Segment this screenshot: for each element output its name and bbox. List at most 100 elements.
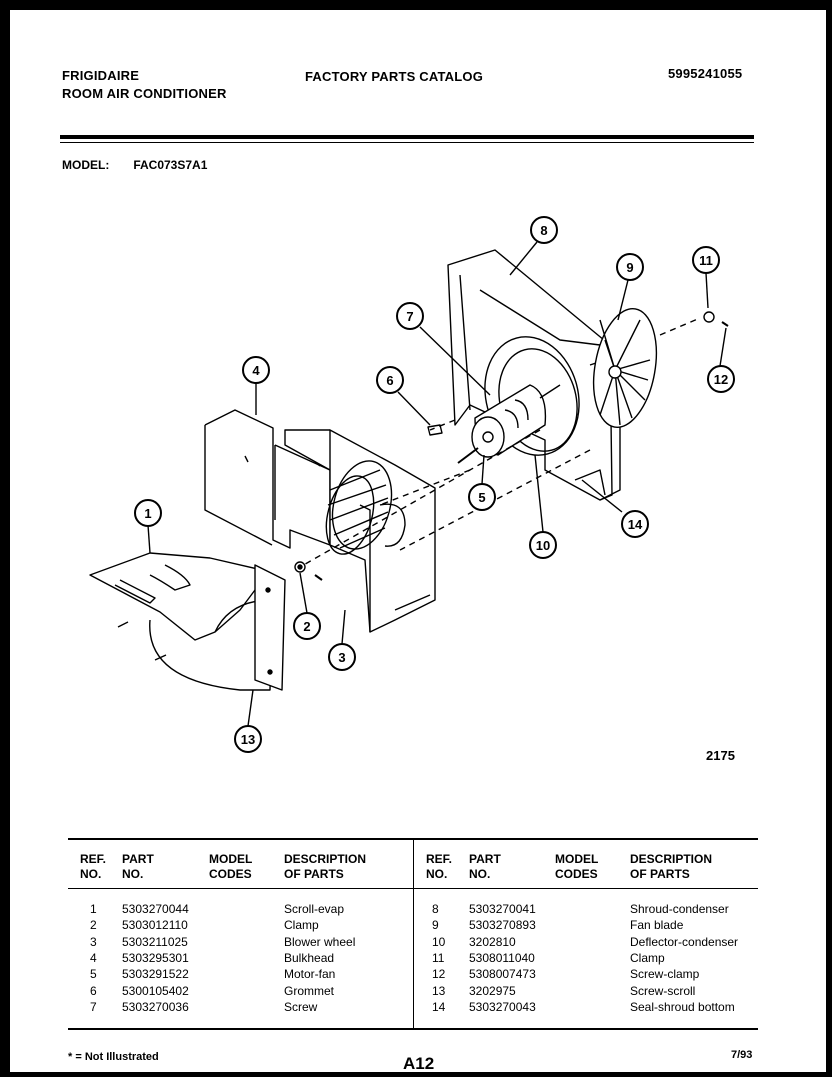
part-number: 5303270036 — [122, 999, 189, 1014]
part-number: 5303270044 — [122, 902, 189, 916]
catalog-number: 5995241055 — [668, 66, 743, 81]
brand-name: FRIGIDAIRE — [62, 68, 140, 83]
header-model: MODEL — [209, 852, 253, 866]
header-description: DESCRIPTION — [630, 852, 713, 866]
scroll-evap-part — [89, 552, 286, 691]
part-number: 5308007473 — [469, 967, 536, 982]
ref-number: 2 — [90, 918, 97, 933]
screw-clamp-part — [721, 321, 729, 327]
svg-text:11: 11 — [699, 253, 713, 268]
svg-text:1: 1 — [144, 506, 151, 521]
part-number: 5303291522 — [122, 967, 189, 982]
callout-5: 5 — [468, 483, 496, 511]
header-model: MODEL — [555, 852, 599, 866]
part-description: Screw-scroll — [630, 983, 696, 998]
part-description: Shroud-condenser — [630, 902, 729, 916]
catalog-title: FACTORY PARTS CATALOG — [305, 69, 484, 84]
callout-3: 3 — [328, 643, 356, 671]
header-of-parts: OF PARTS — [284, 867, 344, 881]
header-ref: REF. — [426, 852, 453, 866]
header-rule-thin — [60, 142, 754, 143]
callout-14: 14 — [621, 510, 649, 538]
model-number: FAC073S7A1 — [133, 158, 208, 172]
ref-number: 14 — [432, 999, 446, 1014]
svg-text:2: 2 — [303, 619, 310, 634]
part-number: 5308011040 — [469, 950, 535, 965]
svg-text:6: 6 — [386, 373, 393, 388]
page-number: A12 — [403, 1054, 435, 1073]
svg-text:3: 3 — [338, 650, 345, 665]
ref-number: 3 — [90, 934, 97, 949]
header-description: DESCRIPTION — [284, 852, 367, 866]
part-description: Screw — [284, 999, 318, 1014]
header-part: PART — [469, 852, 501, 866]
motor-fan-part — [457, 384, 561, 464]
ref-number: 13 — [432, 983, 446, 998]
figure-number: 2175 — [706, 748, 735, 763]
callout-10: 10 — [529, 531, 557, 559]
ref-number: 8 — [432, 902, 439, 916]
not-illustrated-note: * = Not Illustrated — [68, 1051, 159, 1063]
table-rule-bottom — [68, 1028, 758, 1030]
header-ref-no: NO. — [426, 867, 448, 881]
model-line: MODEL: FAC073S7A1 — [62, 158, 231, 172]
header-of-parts: OF PARTS — [630, 867, 690, 881]
header-part-no: NO. — [469, 867, 491, 881]
header-part-no: NO. — [122, 867, 144, 881]
part-description: Grommet — [284, 983, 335, 998]
revision-date: 7/93 — [731, 1049, 753, 1061]
svg-text:4: 4 — [252, 363, 260, 378]
ref-number: 11 — [432, 950, 445, 965]
part-description: Fan blade — [630, 918, 684, 933]
svg-text:12: 12 — [714, 372, 728, 387]
header-ref: REF. — [80, 852, 107, 866]
callout-2: 2 — [293, 612, 321, 640]
part-number: 5300105402 — [122, 983, 189, 998]
callout-1: 1 — [134, 499, 162, 527]
header-rule-thick — [60, 135, 754, 139]
part-description: Clamp — [630, 950, 665, 965]
model-label: MODEL: — [62, 158, 110, 172]
page-frame-top — [0, 0, 832, 10]
header-ref-no: NO. — [80, 867, 102, 881]
part-number: 3202975 — [469, 983, 516, 998]
page-frame-right — [826, 0, 832, 1077]
part-description: Bulkhead — [284, 950, 335, 965]
clamp-small-part — [703, 311, 715, 323]
ref-number: 5 — [90, 967, 97, 982]
svg-text:14: 14 — [628, 517, 643, 532]
svg-text:8: 8 — [540, 223, 547, 238]
ref-number: 12 — [432, 967, 446, 982]
callout-9: 9 — [616, 253, 644, 281]
ref-number: 6 — [90, 983, 97, 998]
part-number: 5303270043 — [469, 999, 536, 1014]
fan-blade-part — [592, 307, 658, 429]
header-model-codes: CODES — [555, 867, 598, 881]
callout-11: 11 — [692, 246, 720, 274]
part-number: 3202810 — [469, 934, 516, 949]
callout-4: 4 — [242, 356, 270, 384]
svg-text:7: 7 — [406, 309, 413, 324]
callout-12: 12 — [707, 365, 735, 393]
ref-number: 10 — [432, 934, 446, 949]
ref-number: 7 — [90, 999, 97, 1014]
part-description: Clamp — [284, 918, 319, 933]
callout-6: 6 — [376, 366, 404, 394]
ref-number: 4 — [90, 950, 97, 965]
blower-wheel-part — [284, 429, 436, 633]
svg-text:10: 10 — [536, 538, 550, 553]
callout-leaders — [147, 241, 727, 727]
ref-number: 9 — [432, 918, 439, 933]
part-description: Blower wheel — [284, 934, 356, 949]
part-description: Screw-clamp — [630, 967, 700, 982]
page-frame-bottom — [0, 1072, 832, 1077]
part-number: 5303295301 — [122, 950, 189, 965]
svg-text:13: 13 — [241, 732, 255, 747]
part-description: Deflector-condenser — [630, 934, 739, 949]
svg-text:9: 9 — [626, 260, 633, 275]
part-number: 5303270893 — [469, 918, 536, 933]
part-number: 5303270041 — [469, 902, 536, 916]
grommet-part — [427, 424, 443, 436]
svg-text:5: 5 — [478, 490, 485, 505]
part-description: Motor-fan — [284, 967, 336, 982]
